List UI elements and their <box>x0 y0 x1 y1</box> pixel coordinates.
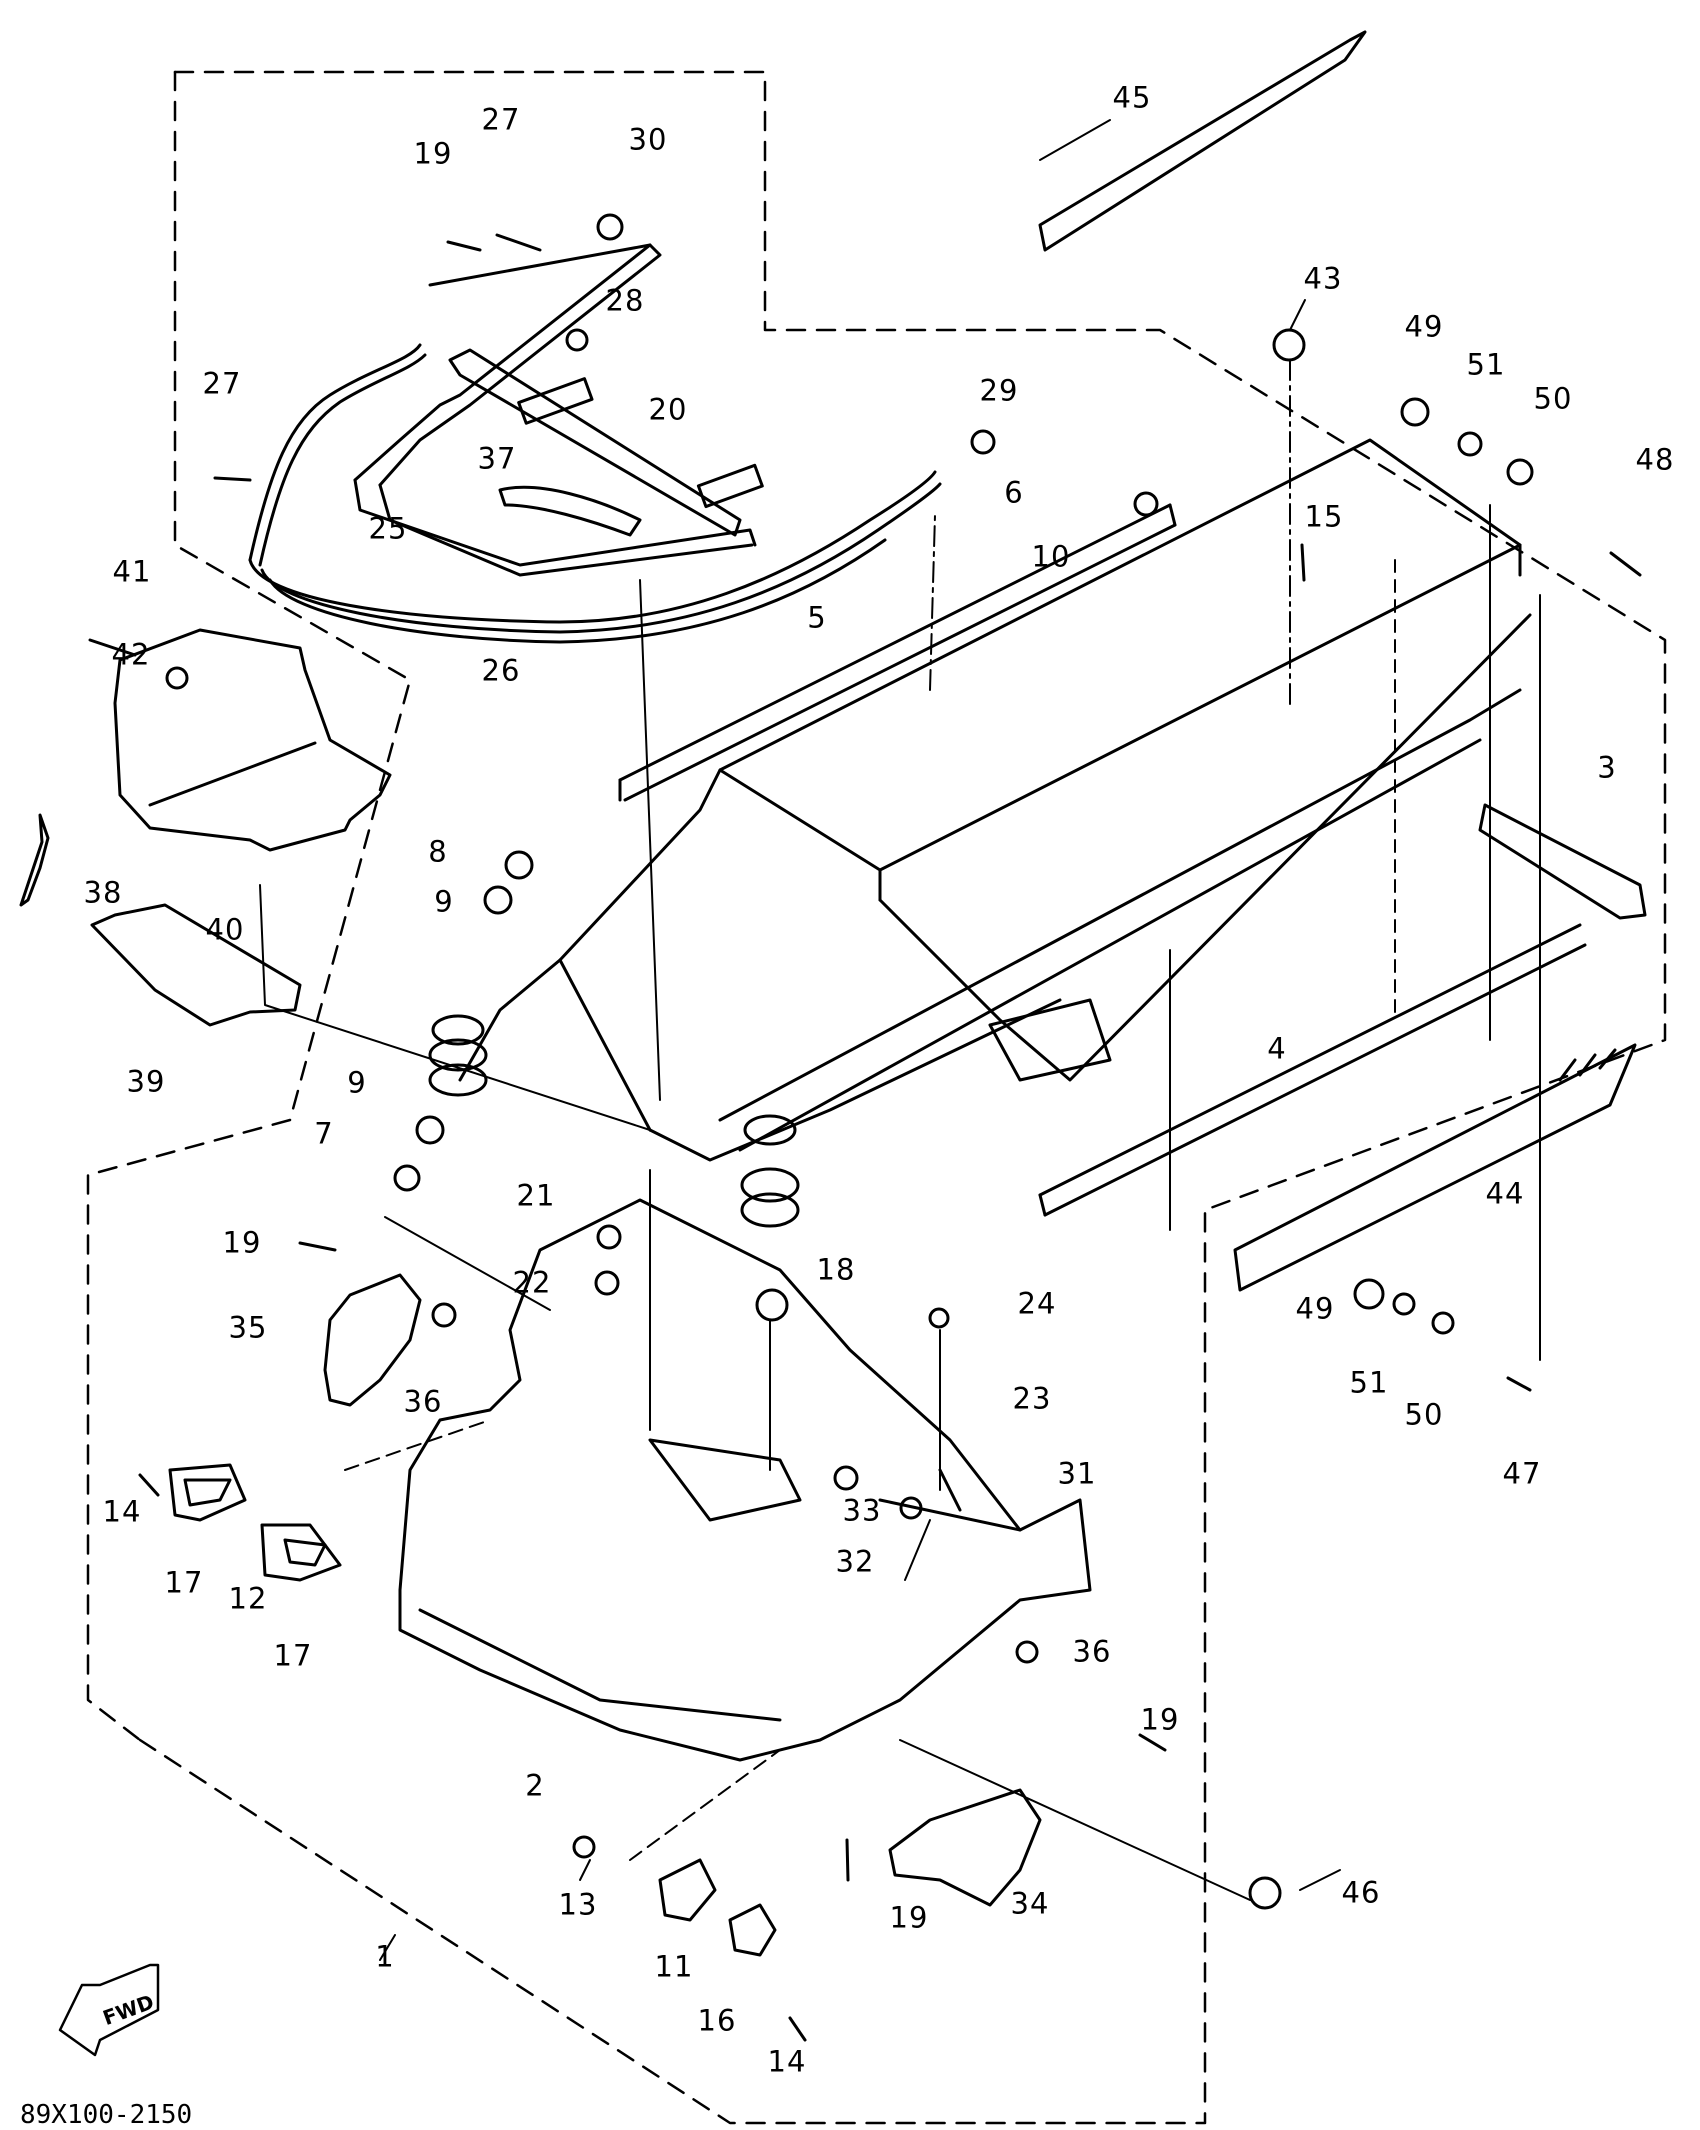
callout-38: 38 <box>83 875 123 910</box>
grip-part-37 <box>498 485 642 537</box>
callout-51a: 51 <box>1466 347 1506 382</box>
callout-29: 29 <box>979 373 1019 408</box>
callout-23: 23 <box>1012 1381 1052 1416</box>
callout-9a: 9 <box>434 884 454 919</box>
callout-19b: 19 <box>222 1225 262 1260</box>
guard-plate-part-40 <box>113 628 392 852</box>
callout-21: 21 <box>516 1178 556 1213</box>
callout-7: 7 <box>314 1116 334 1151</box>
callout-28: 28 <box>605 283 645 318</box>
callout-50b: 50 <box>1404 1397 1444 1432</box>
callout-14b: 14 <box>767 2044 807 2079</box>
callout-40: 40 <box>205 912 245 947</box>
drawing-code: 89X100-2150 <box>20 2100 193 2130</box>
front-bulkhead-part-2 <box>398 1198 1092 1762</box>
callout-1: 1 <box>375 1939 395 1974</box>
callout-10: 10 <box>1031 539 1071 574</box>
callout-50a: 50 <box>1533 381 1573 416</box>
callout-27a: 27 <box>481 102 521 137</box>
callout-47: 47 <box>1502 1456 1542 1491</box>
bumper-bar-part-25 <box>353 243 757 577</box>
callout-41: 41 <box>112 554 152 589</box>
callout-44: 44 <box>1485 1176 1525 1211</box>
callout-9b: 9 <box>347 1065 367 1100</box>
callout-43: 43 <box>1303 261 1343 296</box>
callout-37: 37 <box>477 441 517 476</box>
flange-part-12-17b <box>260 1523 342 1582</box>
callout-49a: 49 <box>1404 309 1444 344</box>
flange-part-17a <box>168 1463 247 1522</box>
callout-12: 12 <box>228 1581 268 1616</box>
callout-46: 46 <box>1341 1875 1381 1910</box>
callout-11: 11 <box>654 1949 694 1984</box>
callout-34: 34 <box>1010 1886 1050 1921</box>
callout-13: 13 <box>558 1887 598 1922</box>
callout-3: 3 <box>1597 750 1617 785</box>
callout-30: 30 <box>628 122 668 157</box>
gusset-part-3 <box>1478 803 1647 920</box>
seal-part-38 <box>19 813 50 907</box>
callout-27b: 27 <box>202 366 242 401</box>
trim-strip-part-44 <box>1233 1043 1637 1292</box>
callout-17b: 17 <box>273 1638 313 1673</box>
steering-post-assembly <box>428 1014 800 1228</box>
callout-24: 24 <box>1017 1286 1057 1321</box>
callout-5: 5 <box>807 600 827 635</box>
callout-26: 26 <box>481 653 521 688</box>
callout-42: 42 <box>111 637 151 672</box>
trim-strip-part-45 <box>1038 30 1367 252</box>
callout-22: 22 <box>512 1265 552 1300</box>
callout-25: 25 <box>368 511 408 546</box>
fwd-arrow-icon <box>58 1963 160 2057</box>
fasteners <box>165 213 1534 1910</box>
assembly-boundary-upper <box>86 70 1667 1742</box>
guard-plate-part-39 <box>90 903 302 1027</box>
front-bumper-part-26 <box>248 343 942 644</box>
callout-20: 20 <box>648 392 688 427</box>
callout-19d: 19 <box>889 1900 929 1935</box>
cover-part-34 <box>888 1788 1042 1907</box>
flange-part-11 <box>658 1858 717 1922</box>
callout-36a: 36 <box>403 1384 443 1419</box>
callout-17a: 17 <box>164 1565 204 1600</box>
callout-31: 31 <box>1057 1456 1097 1491</box>
callout-36b: 36 <box>1072 1634 1112 1669</box>
assembly-boundary-lower <box>138 1208 1207 2125</box>
callout-35: 35 <box>228 1310 268 1345</box>
callout-49b: 49 <box>1295 1291 1335 1326</box>
callout-32: 32 <box>835 1544 875 1579</box>
callout-51b: 51 <box>1349 1365 1389 1400</box>
cover-part-35 <box>323 1273 422 1407</box>
callout-39: 39 <box>126 1064 166 1099</box>
tunnel-frame <box>458 438 1532 1162</box>
callout-18: 18 <box>816 1252 856 1287</box>
flange-part-16 <box>728 1903 777 1957</box>
callout-19a: 19 <box>413 136 453 171</box>
callout-45: 45 <box>1112 80 1152 115</box>
callout-33: 33 <box>842 1493 882 1528</box>
handle-bar-part-20 <box>448 348 764 537</box>
side-rail-part-5 <box>618 503 1177 802</box>
leader-lines <box>259 119 1541 1961</box>
callout-6: 6 <box>1004 475 1024 510</box>
callout-2: 2 <box>525 1768 545 1803</box>
callout-14a: 14 <box>102 1494 142 1529</box>
callout-16: 16 <box>697 2003 737 2038</box>
hood-mount-wing <box>988 998 1112 1082</box>
callout-15: 15 <box>1304 499 1344 534</box>
callout-48: 48 <box>1635 442 1675 477</box>
callout-19c: 19 <box>1140 1702 1180 1737</box>
callout-4: 4 <box>1267 1031 1287 1066</box>
screws <box>88 233 1642 2042</box>
callout-8: 8 <box>428 834 448 869</box>
